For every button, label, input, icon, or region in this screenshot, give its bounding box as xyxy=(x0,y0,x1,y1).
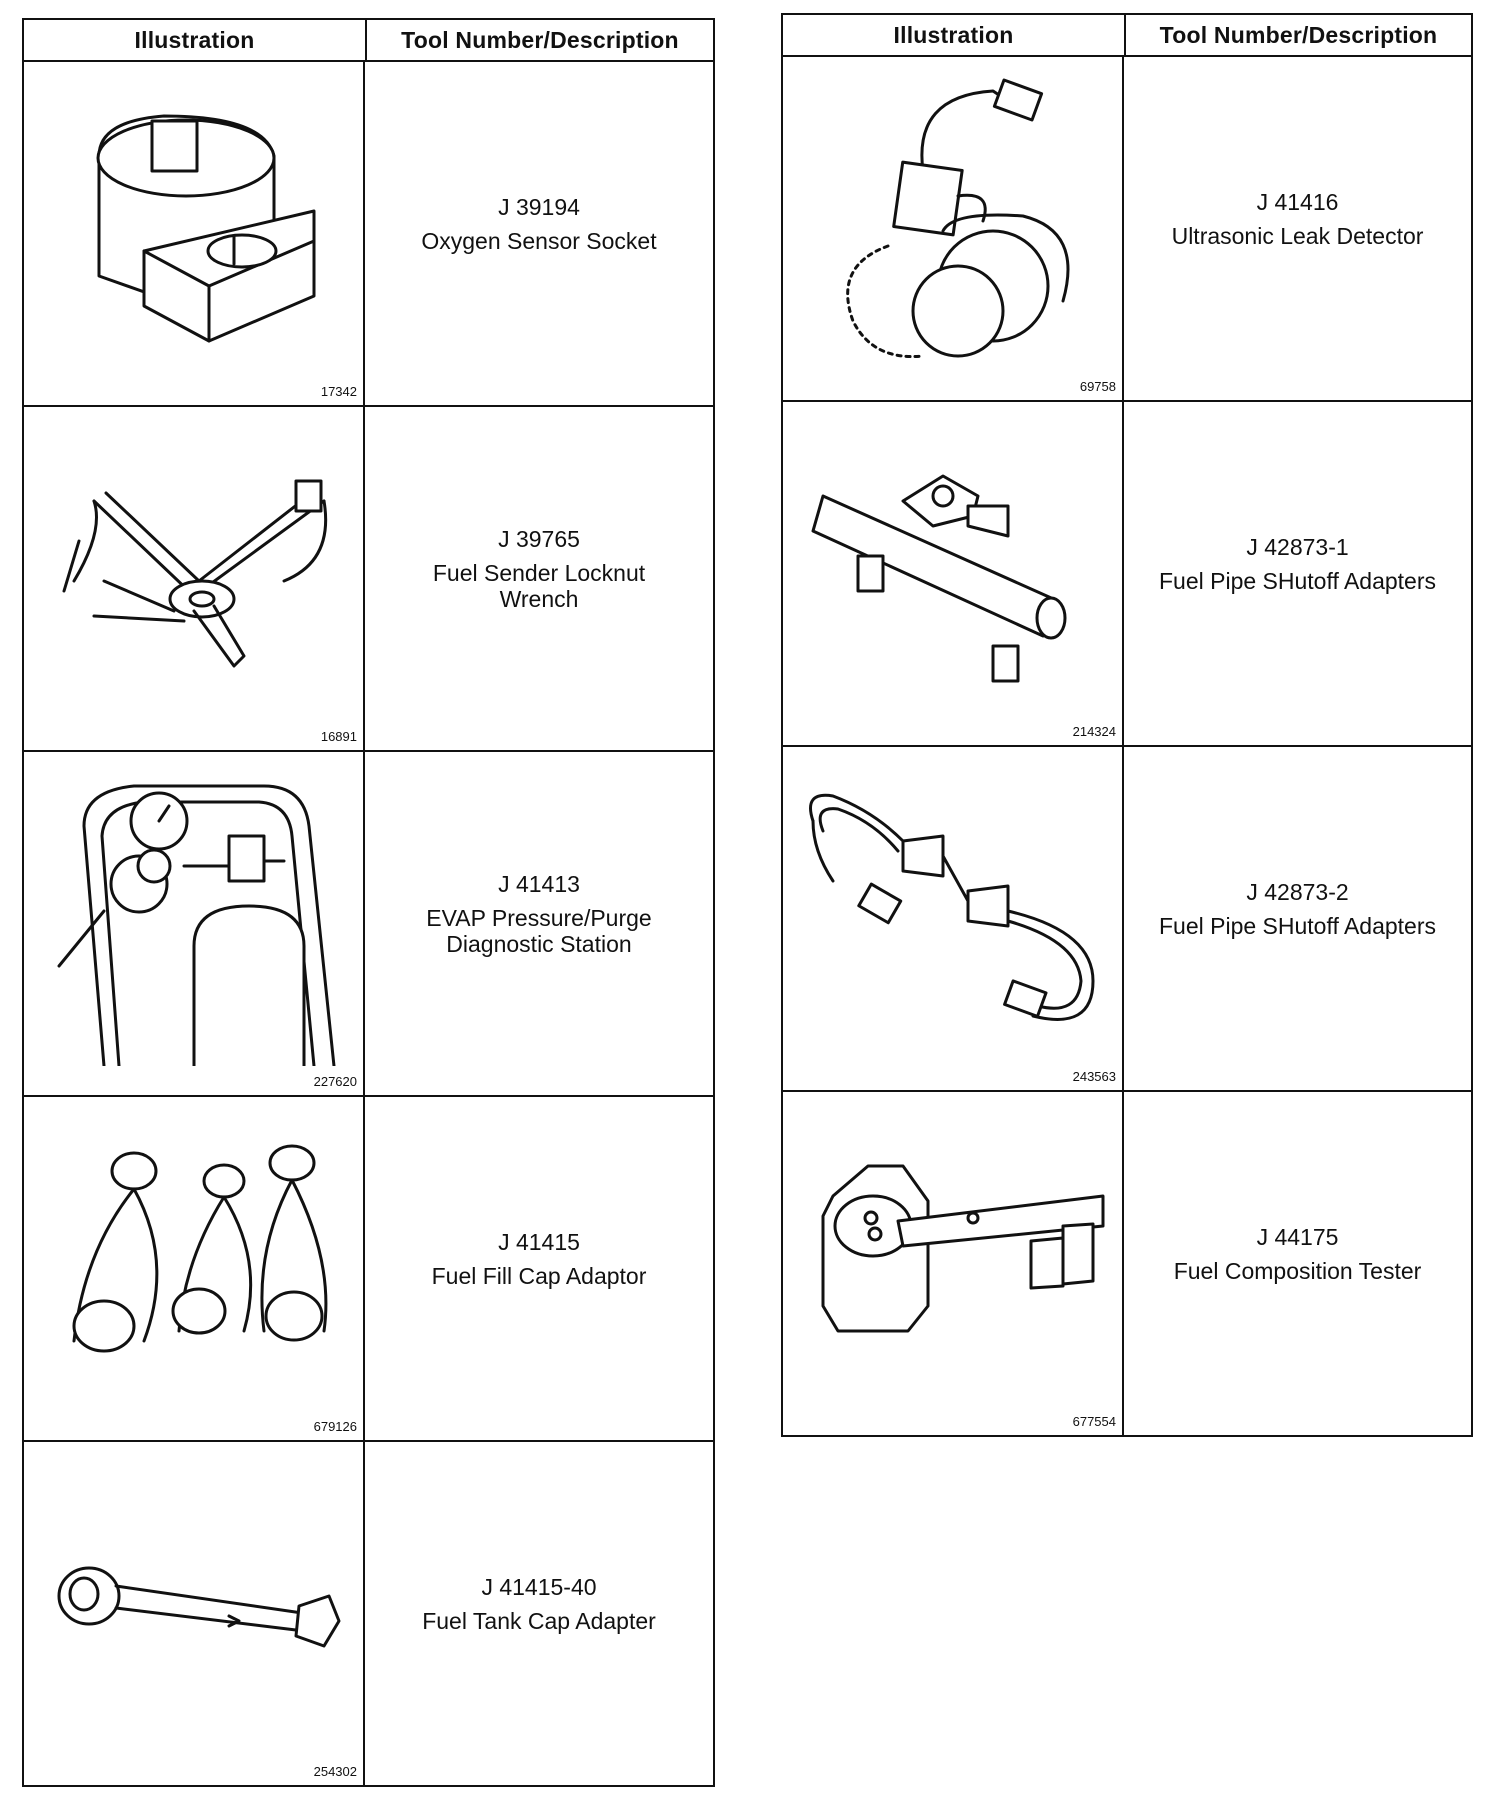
fuel-pipe-shutoff-adapter-hose-icon xyxy=(809,793,1095,1021)
tool-description-cell: J 41415-40 Fuel Tank Cap Adapter xyxy=(365,1442,713,1785)
figure-number: 677554 xyxy=(1072,1414,1116,1429)
illustration-cell: 243563 xyxy=(783,747,1124,1090)
fuel-sender-locknut-wrench-icon xyxy=(62,479,328,668)
table-row: 243563 J 42873-2 Fuel Pipe SHutoff Adapt… xyxy=(783,747,1471,1092)
figure-number: 214324 xyxy=(1072,724,1116,739)
table-row: 17342 J 39194 Oxygen Sensor Socket xyxy=(24,62,713,407)
fuel-pipe-shutoff-adapter-icon xyxy=(811,474,1067,683)
table-header: Illustration Tool Number/Description xyxy=(783,15,1471,57)
tool-header: Tool Number/Description xyxy=(1159,21,1438,48)
tool-description: Ultrasonic Leak Detector xyxy=(1171,222,1424,249)
illustration-cell: 17342 xyxy=(24,62,365,405)
tool-description: Fuel Sender Locknut Wrench xyxy=(432,559,646,612)
figure-number: 243563 xyxy=(1072,1069,1116,1084)
illustration-cell: 69758 xyxy=(783,57,1124,400)
illustration-cell: 677554 xyxy=(783,1092,1124,1435)
tool-description: Oxygen Sensor Socket xyxy=(421,227,657,254)
tool-description-cell: J 42873-1 Fuel Pipe SHutoff Adapters xyxy=(1124,402,1471,745)
tool-header: Tool Number/Description xyxy=(401,26,679,53)
table-row: 16891 J 39765 Fuel Sender Locknut Wrench xyxy=(24,407,713,752)
table-header: Illustration Tool Number/Description xyxy=(24,20,713,62)
tool-description-cell: J 39194 Oxygen Sensor Socket xyxy=(365,62,713,405)
fuel-tank-cap-adapter-icon xyxy=(57,1566,341,1648)
illustration-cell: 227620 xyxy=(24,752,365,1095)
tool-number: J 41415-40 xyxy=(481,1573,597,1600)
tool-description: Fuel Fill Cap Adaptor xyxy=(431,1262,647,1289)
illustration-header: Illustration xyxy=(783,15,1126,55)
tool-number: J 41416 xyxy=(1256,188,1339,215)
table-row: 254302 J 41415-40 Fuel Tank Cap Adapter xyxy=(24,1442,713,1785)
illustration-cell: 679126 xyxy=(24,1097,365,1440)
tool-description: Fuel Pipe SHutoff Adapters xyxy=(1158,912,1437,939)
tool-description: Fuel Tank Cap Adapter xyxy=(422,1607,656,1634)
table-row: 677554 J 44175 Fuel Composition Tester xyxy=(783,1092,1471,1435)
tool-number: J 44175 xyxy=(1256,1223,1339,1250)
tool-description: Fuel Pipe SHutoff Adapters xyxy=(1158,567,1437,594)
figure-number: 17342 xyxy=(320,384,357,399)
tool-number: J 42873-2 xyxy=(1246,878,1349,905)
figure-number: 69758 xyxy=(1079,379,1116,394)
fuel-fill-cap-adaptor-icon xyxy=(72,1144,328,1353)
illustration-cell: 254302 xyxy=(24,1442,365,1785)
tool-table-left: Illustration Tool Number/Description 173… xyxy=(22,18,715,1787)
figure-number: 679126 xyxy=(313,1419,357,1434)
ultrasonic-leak-detector-icon xyxy=(846,78,1070,359)
illustration-header: Illustration xyxy=(24,20,367,60)
tool-description: Fuel Composition Tester xyxy=(1173,1257,1422,1284)
table-row: 214324 J 42873-1 Fuel Pipe SHutoff Adapt… xyxy=(783,402,1471,747)
table-row: 69758 J 41416 Ultrasonic Leak Detector xyxy=(783,57,1471,402)
figure-number: 254302 xyxy=(313,1764,357,1779)
table-row: 227620 J 41413 EVAP Pressure/Purge Diagn… xyxy=(24,752,713,1097)
illustration-cell: 16891 xyxy=(24,407,365,750)
tool-number: J 39765 xyxy=(498,525,580,552)
tool-description-cell: J 41416 Ultrasonic Leak Detector xyxy=(1124,57,1471,400)
tool-description-cell: J 41415 Fuel Fill Cap Adaptor xyxy=(365,1097,713,1440)
oxygen-sensor-socket-icon xyxy=(96,114,316,343)
tool-number: J 41413 xyxy=(498,870,580,897)
tool-description: EVAP Pressure/Purge Diagnostic Station xyxy=(426,904,652,957)
tool-number: J 42873-1 xyxy=(1246,533,1349,560)
tool-table-right: Illustration Tool Number/Description 697… xyxy=(781,13,1473,1437)
figure-number: 16891 xyxy=(320,729,357,744)
tool-description-cell: J 42873-2 Fuel Pipe SHutoff Adapters xyxy=(1124,747,1471,1090)
fuel-composition-tester-icon xyxy=(821,1164,1105,1333)
tool-number: J 39194 xyxy=(498,193,580,220)
tool-description-cell: J 44175 Fuel Composition Tester xyxy=(1124,1092,1471,1435)
tool-description-cell: J 41413 EVAP Pressure/Purge Diagnostic S… xyxy=(365,752,713,1095)
figure-number: 227620 xyxy=(313,1074,357,1089)
illustration-cell: 214324 xyxy=(783,402,1124,745)
evap-diagnostic-station-icon xyxy=(57,784,336,1066)
tool-number: J 41415 xyxy=(498,1228,580,1255)
tool-description-cell: J 39765 Fuel Sender Locknut Wrench xyxy=(365,407,713,750)
table-row: 679126 J 41415 Fuel Fill Cap Adaptor xyxy=(24,1097,713,1442)
